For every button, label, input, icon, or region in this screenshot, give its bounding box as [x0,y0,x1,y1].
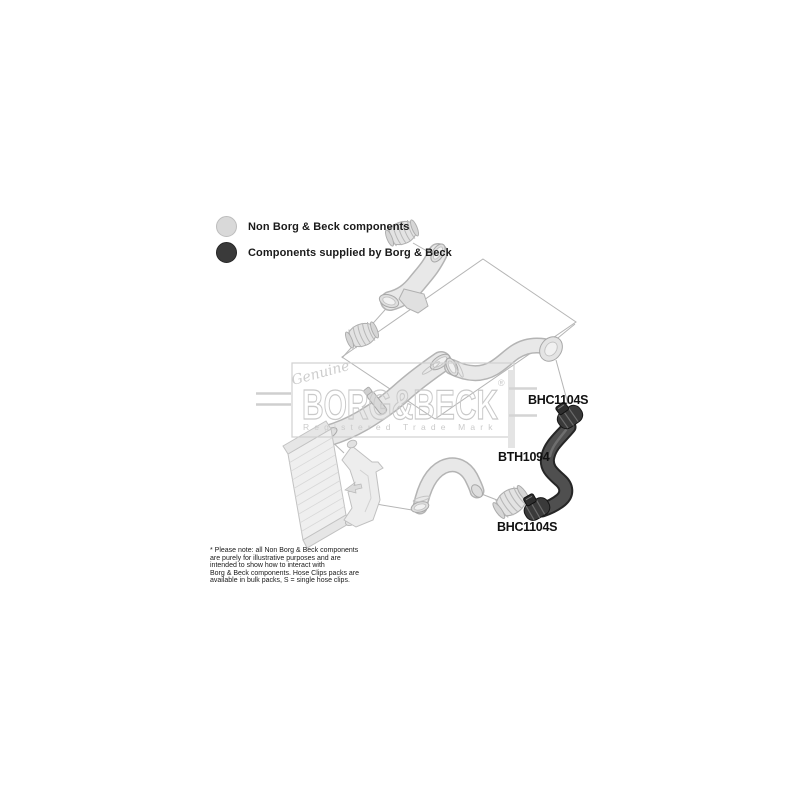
central-hose [316,351,452,447]
intercooler [282,420,384,549]
s-hose [444,336,563,382]
footnote-line: are purely for illustrative purposes and… [210,554,341,562]
legend-label-borg-beck: Components supplied by Borg & Beck [248,247,452,259]
footnote: * Please note: all Non Borg & Beck compo… [210,547,370,585]
panel-outline [341,258,577,420]
non-borg-beck-drawing [282,216,577,549]
connector-line [555,359,569,405]
legend-swatch-non-borg-beck [216,216,237,237]
hose-band-clamp [363,386,388,415]
footnote-line: * Please note: all Non Borg & Beck compo… [210,547,359,554]
bottom-arch-hose [410,457,485,515]
rib-coupling-mid [342,318,382,352]
watermark-brand-text: BORG&BECK [302,381,498,428]
footnote-line: Borg & Beck components. Hose Clips packs… [210,569,360,577]
bth1094-hose [536,421,575,516]
label-bottom-clamp: BHC1104S [497,520,557,534]
intercooler-bracket [341,445,384,528]
watermark-tagline: Registered Trade Mark [303,422,495,432]
top-elbow-hose [378,243,448,314]
borg-beck-parts [517,395,587,524]
label-top-clamp: BHC1104S [528,393,588,407]
registered-trademark-icon: ® [498,378,505,388]
part-number-labels: BHC1104S BTH1094 BHC1104S [497,393,588,534]
legend-label-non-borg-beck: Non Borg & Beck components [248,221,410,233]
legend-swatch-borg-beck [216,242,237,263]
label-main-hose: BTH1094 [498,450,550,464]
watermark-right-bar [508,370,515,448]
footnote-line: available in bulk packs, S = single hose… [210,577,350,585]
borg-beck-watermark: Genuine BORG&BECK ® Registered Trade Mar… [256,358,537,448]
footnote-line: intended to show how to interact with [210,562,325,570]
connector-line [375,503,413,511]
flow-arrow-icon [344,481,363,494]
